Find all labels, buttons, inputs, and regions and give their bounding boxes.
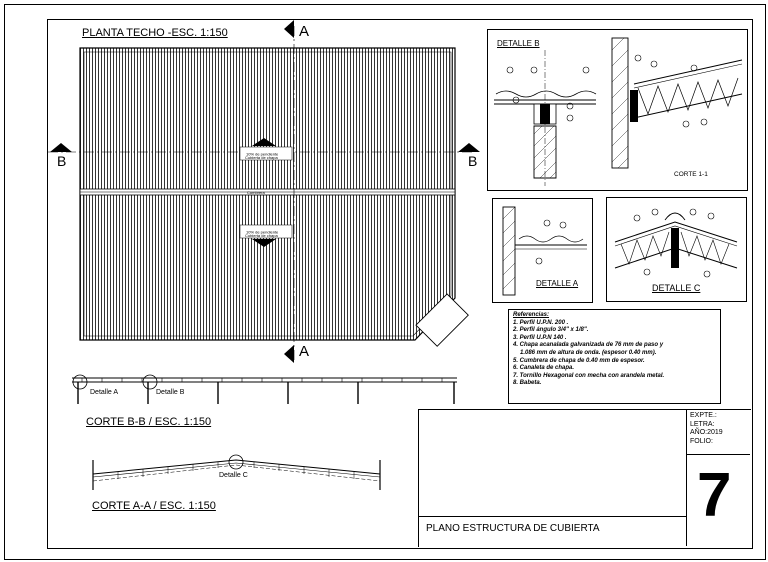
sheet-border: [4, 4, 766, 560]
reference-item: 7. Tornillo Hexagonal con mecha con aran…: [513, 372, 665, 379]
plan-title: PLANTA TECHO -ESC. 1:150: [82, 27, 228, 39]
detalle-b-corte-label: CORTE 1-1: [674, 171, 708, 178]
detalle-c-drawing: [614, 208, 738, 278]
section-mark-a-bottom: A: [299, 343, 310, 360]
slope-label-lower-1: 10% de pendiente: [246, 230, 279, 235]
detalle-b-title: DETALLE B: [497, 39, 540, 48]
corte-aa-drawing: [92, 454, 381, 490]
reference-item: 4. Chapa acanalada galvanizada de 76 mm …: [513, 342, 664, 349]
title-block-divider-v: [686, 409, 687, 546]
section-mark-b-right: B: [468, 153, 478, 169]
letra-label: LETRA:: [690, 420, 715, 428]
reference-item: 3. Perfil U.P.N 140 .: [513, 334, 567, 341]
sheet-number: 7: [697, 461, 732, 530]
callout-detalle-a: Detalle A: [90, 389, 119, 396]
callout-detalle-b: Detalle B: [156, 389, 185, 396]
references-box: Referencias: 1. Perfil U.P.N. 200 . 2. P…: [508, 309, 721, 404]
reference-item: 5. Cumbrera de chapa de 0.40 mm de espes…: [513, 357, 645, 364]
drawing-frame: [47, 19, 753, 549]
detalle-b-drawing: CORTE 1-1: [494, 37, 743, 186]
reference-item: 6. Canaleta de chapa.: [513, 365, 575, 372]
corte-aa-title: CORTE A-A / ESC. 1:150: [92, 500, 216, 512]
expte-field: EXPTE.: LETRA: AÑO:2019 FOLIO:: [690, 412, 723, 446]
title-block: [418, 409, 751, 547]
section-mark-b-left: B: [57, 153, 67, 169]
slope-label-upper-1: 10% de pendiente: [246, 152, 279, 157]
corte-bb-title: CORTE B-B / ESC. 1:150: [86, 416, 212, 428]
detalle-c-title: DETALLE C: [652, 283, 701, 293]
reference-item: 1. Perfil U.P.N. 200 .: [513, 319, 569, 326]
slope-label-lower-2: Cubierta de chapa: [245, 233, 278, 238]
section-mark-a-top: A: [299, 23, 310, 40]
anio-label: AÑO:2019: [690, 429, 723, 436]
ridge-label: Cumbrera: [247, 190, 266, 195]
roof-plan: 10% de pendiente Cubierta de chapa 10% d…: [48, 20, 480, 363]
folio-label: FOLIO:: [690, 437, 713, 445]
detalle-a-title: DETALLE A: [536, 279, 579, 288]
reference-item: 1.086 mm de altura de onda. (espesor 0.4…: [520, 349, 657, 356]
references-title: Referencias:: [513, 312, 550, 318]
slope-label-upper-2: Cubierta de chapa: [245, 155, 278, 160]
title-block-divider-h: [687, 454, 750, 455]
callout-detalle-c: Detalle C: [219, 472, 248, 479]
reference-item: 2. Perfil ángulo 3/4" x 1/8".: [513, 327, 589, 334]
plan-name: PLANO ESTRUCTURA DE CUBIERTA: [426, 523, 600, 534]
corte-bb-drawing: [72, 374, 457, 404]
reference-item: 8. Babeta.: [513, 380, 542, 387]
expte-label: EXPTE.:: [690, 412, 717, 419]
detalle-a-drawing: [502, 206, 587, 296]
plan-name-divider: [418, 516, 686, 517]
